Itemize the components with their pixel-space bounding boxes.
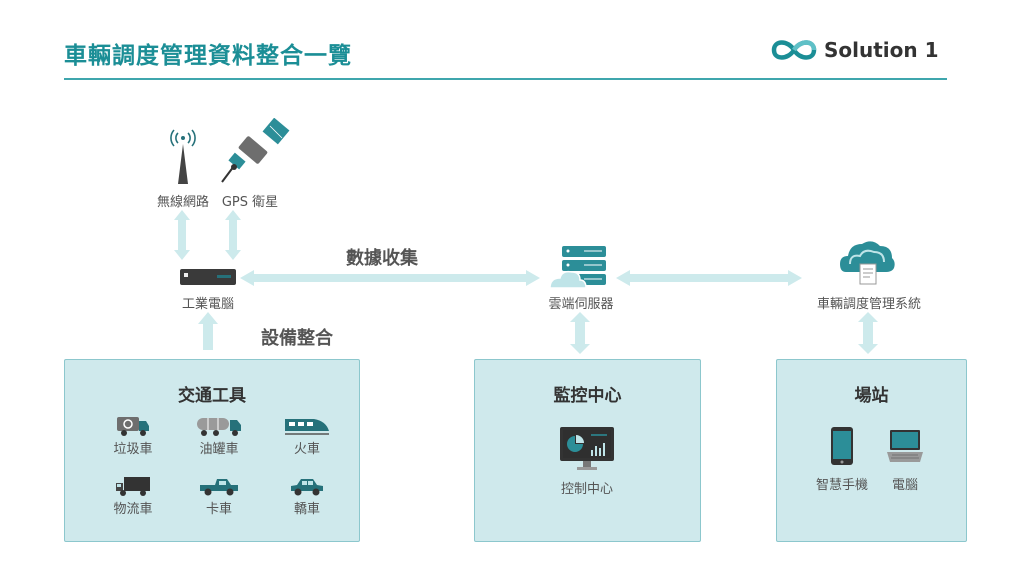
laptop-label: 電腦 [891, 478, 918, 493]
laptop-item: 電腦 [877, 426, 933, 493]
sedan-icon [291, 479, 323, 496]
dispatch-station-arrow [858, 312, 878, 354]
tanker-truck-item: 油罐車 [189, 415, 249, 457]
smartphone-icon [831, 427, 853, 465]
train-label: 火車 [293, 442, 320, 457]
laptop-icon [887, 430, 923, 462]
logistics-truck-icon [116, 477, 150, 496]
transport-box-title: 交通工具 [178, 386, 246, 406]
gps-link-arrow [225, 210, 241, 260]
dispatch-system-label: 車輛調度管理系統 [816, 297, 921, 312]
cloud-dispatch-arrow [616, 270, 802, 286]
wireless-link-arrow [174, 210, 190, 260]
antenna-icon [168, 126, 198, 190]
pickup-truck-icon [200, 479, 238, 496]
cloud-server-label: 雲端伺服器 [548, 297, 614, 312]
brand-logo: Solution 1 [770, 34, 939, 66]
satellite-icon [218, 117, 294, 190]
monitoring-box: 監控中心 控制中心 [474, 359, 701, 542]
gps-label: GPS 衛星 [221, 195, 279, 210]
control-center-item: 控制中心 [547, 426, 627, 497]
tanker-truck-label: 油罐車 [199, 442, 239, 457]
control-center-label: 控制中心 [560, 482, 613, 497]
station-box: 場站 智慧手機 電腦 [776, 359, 967, 542]
garbage-truck-item: 垃圾車 [103, 415, 163, 457]
transport-box: 交通工具 垃圾車 油罐車 火車 [64, 359, 360, 542]
smartphone-label: 智慧手機 [815, 478, 868, 493]
device-integration-label: 設備整合 [261, 328, 333, 349]
logo-text: Solution 1 [824, 38, 939, 62]
pickup-truck-label: 卡車 [205, 502, 232, 517]
train-icon [285, 419, 329, 435]
monitor-dashboard-icon [560, 427, 614, 470]
infinity-logo-icon [771, 40, 817, 60]
logistics-truck-label: 物流車 [113, 502, 153, 517]
wireless-label: 無線網路 [156, 195, 209, 210]
garbage-truck-icon [117, 417, 149, 436]
monitoring-box-title: 監控中心 [553, 386, 622, 406]
title-divider [64, 78, 947, 80]
cloud-server-icon [548, 244, 612, 296]
industrial-pc-label: 工業電腦 [181, 297, 234, 312]
data-collection-label: 數據收集 [346, 248, 418, 269]
tanker-truck-icon [197, 418, 241, 436]
cloud-document-icon [840, 234, 896, 294]
data-collection-arrow [240, 270, 540, 286]
station-box-title: 場站 [854, 386, 889, 406]
garbage-truck-label: 垃圾車 [113, 442, 153, 457]
sedan-item: 轎車 [277, 475, 337, 517]
train-item: 火車 [277, 415, 337, 457]
cloud-monitoring-arrow [570, 312, 590, 354]
smartphone-item: 智慧手機 [807, 426, 877, 493]
pickup-truck-item: 卡車 [189, 475, 249, 517]
industrial-pc-icon [179, 267, 237, 291]
sedan-label: 轎車 [293, 502, 320, 517]
page-title: 車輛調度管理資料整合一覽 [64, 43, 352, 69]
device-integration-arrow [198, 312, 218, 350]
logistics-truck-item: 物流車 [103, 475, 163, 517]
